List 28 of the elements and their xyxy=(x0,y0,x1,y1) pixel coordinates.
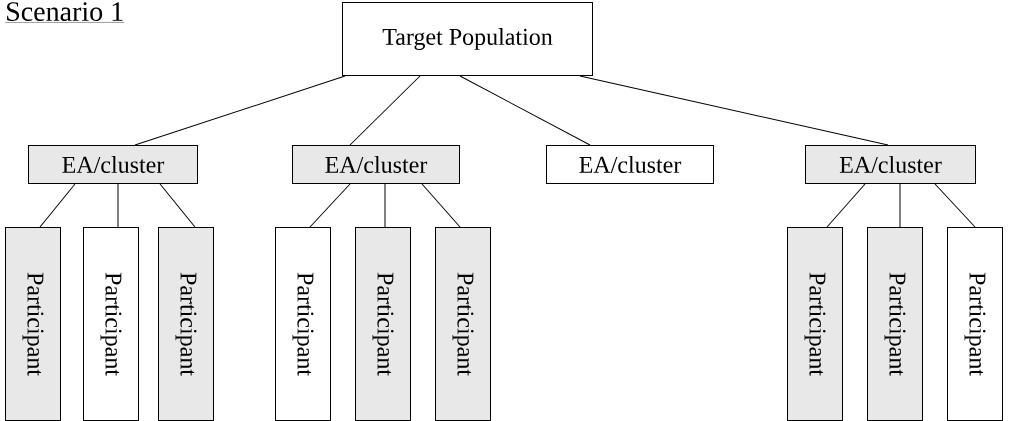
participant-box: Participant xyxy=(867,227,923,421)
participant-box: Participant xyxy=(355,227,411,421)
cluster-box: EA/cluster xyxy=(546,145,714,184)
participant-box: Participant xyxy=(435,227,491,421)
participant-box: Participant xyxy=(158,227,214,421)
cluster-box: EA/cluster xyxy=(28,145,198,184)
connector xyxy=(117,183,119,228)
title: Scenario 1 xyxy=(5,2,125,23)
connector xyxy=(421,183,461,228)
connector xyxy=(134,75,346,146)
connector xyxy=(39,183,76,228)
connector xyxy=(159,183,196,228)
connector xyxy=(459,75,591,146)
participant-box: Participant xyxy=(947,227,1003,421)
participant-box: Participant xyxy=(787,227,843,421)
connector xyxy=(934,183,976,228)
cluster-box: EA/cluster xyxy=(292,145,460,184)
connector xyxy=(309,183,351,228)
connector xyxy=(384,183,386,228)
participant-box: Participant xyxy=(83,227,139,421)
participant-box: Participant xyxy=(275,227,331,421)
connector xyxy=(579,75,889,146)
connector xyxy=(826,183,866,228)
cluster-box: EA/cluster xyxy=(805,145,976,184)
connector xyxy=(899,183,901,228)
participant-box: Participant xyxy=(5,227,61,421)
root-box: Target Population xyxy=(342,2,593,76)
connector xyxy=(349,75,421,146)
